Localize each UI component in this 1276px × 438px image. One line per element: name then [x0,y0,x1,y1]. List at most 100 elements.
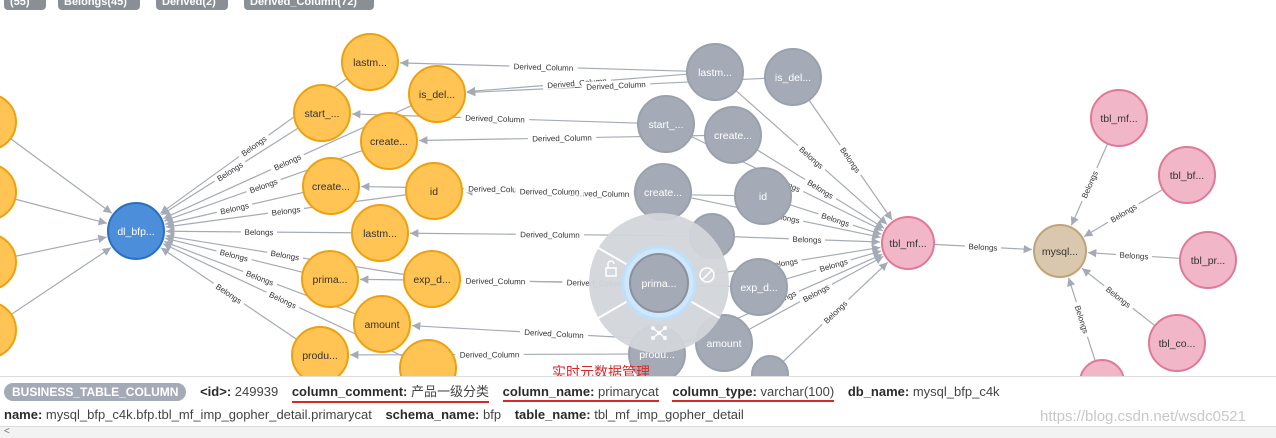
prop-column-comment: column_comment: 产品一级分类 [291,381,490,403]
chip-derived[interactable]: Derived(2) [156,0,228,10]
node-circle[interactable] [1033,224,1087,278]
graph-node-g_create2[interactable]: create... [634,163,692,221]
graph-node-y_prima[interactable]: prima... [301,250,359,308]
hide-node-icon[interactable] [699,267,715,283]
node-circle[interactable] [686,43,744,101]
edge-belongs[interactable] [10,247,112,315]
graph-node-y_lastm2[interactable]: lastm... [351,204,409,262]
graph-node-g_id[interactable]: id [734,167,792,225]
node-circle[interactable] [341,33,399,91]
graph-node-g_expd[interactable]: exp_d... [730,258,788,316]
graph-node-y_create2[interactable]: create... [302,157,360,215]
graph-node-dlbfp[interactable]: dl_bfp... [107,202,165,260]
node-circle[interactable] [291,326,349,378]
node-circle[interactable] [351,204,409,262]
graph-node-y_amount[interactable]: amount [353,295,411,353]
edge-label-background [461,275,530,286]
node-circle[interactable] [730,258,788,316]
graph-node-g_start[interactable]: start_... [637,95,695,153]
horizontal-scrollbar[interactable]: < [0,426,1276,438]
edge-label: Belongs [215,160,244,183]
prop-value: 产品一级分类 [411,384,490,399]
graph-node-g_create1[interactable]: create... [704,106,762,164]
node-circle[interactable] [0,164,17,220]
graph-node-p_bottom[interactable] [1079,359,1125,378]
node-circle[interactable] [0,94,17,150]
node-circle[interactable] [1179,231,1237,289]
unlock-icon-shackle [607,260,615,268]
graph-node-y_create1[interactable]: create... [360,112,418,170]
graph-node-g_lastm[interactable]: lastm... [686,43,744,101]
graph-node-mysql[interactable]: mysql... [1033,224,1087,278]
node-circle[interactable] [1148,314,1206,372]
node-circle[interactable] [107,202,165,260]
graph-node-g_bottom[interactable] [751,355,789,378]
unlock-icon[interactable] [605,260,617,277]
node-circle[interactable] [1090,89,1148,147]
edge-belongs[interactable] [15,234,107,257]
graph-node-y_start[interactable]: start_... [293,84,351,142]
graph-node-yl1[interactable] [0,94,17,150]
node-circle[interactable] [1158,146,1216,204]
prop-key: column_name: [502,384,595,399]
node-circle[interactable] [764,48,822,106]
graph-node-y_expd[interactable]: exp_d... [403,250,461,308]
node-circle[interactable] [0,234,17,290]
node-circle[interactable] [360,112,418,170]
graph-node-yl3[interactable] [0,234,17,290]
expand-relationships-icon[interactable] [651,326,667,340]
node-circle[interactable] [353,295,411,353]
node-circle[interactable] [301,250,359,308]
node-label-pill[interactable]: BUSINESS_TABLE_COLUMN [4,383,187,401]
node-label: tbl_mf... [1100,113,1137,125]
node-context-ring-menu[interactable]: prima... [589,213,729,353]
node-circle[interactable] [751,355,789,378]
graph-node-y_id[interactable]: id [405,162,463,220]
node-circle[interactable] [637,95,695,153]
edge-label-background [266,247,304,263]
edge-label-background [581,78,651,92]
graph-node-p_tblpr[interactable]: tbl_pr... [1179,231,1237,289]
chip-belongs[interactable]: Belongs(45) [58,0,140,10]
selected-node-circle[interactable] [629,253,689,313]
prop-key: schema_name: [385,407,480,422]
graph-node-yl2[interactable] [0,164,17,220]
node-circle[interactable] [0,302,17,358]
node-circle[interactable] [408,65,466,123]
graph-node-tblmf[interactable]: tbl_mf... [881,216,935,270]
node-circle[interactable] [403,250,461,308]
node-circle[interactable] [704,106,762,164]
node-circle[interactable] [1079,359,1125,378]
node-circle[interactable] [293,84,351,142]
edge-belongs[interactable] [14,198,108,226]
chip-nodes-count[interactable]: (55) [4,0,46,10]
scroll-left-arrow-icon[interactable]: < [4,426,10,437]
graph-node-p_tblco[interactable]: tbl_co... [1148,314,1206,372]
node-circle[interactable] [405,162,463,220]
chip-derived-column[interactable]: Derived_Column(72) [244,0,374,10]
graph-node-y_produ[interactable]: produ... [291,326,349,378]
edge-belongs[interactable] [10,138,113,214]
node-circle[interactable] [399,339,457,378]
node-label: create... [644,187,682,199]
node-label: mysql... [1042,246,1078,258]
node-circle[interactable] [734,167,792,225]
node-circle[interactable] [302,157,360,215]
graph-node-yl4[interactable] [0,302,17,358]
edge-label: Belongs [822,299,849,325]
edge-label: Derived_Column [586,80,646,92]
graph-node-g_isdel[interactable]: is_del... [764,48,822,106]
prop-key: db_name: [847,384,910,399]
graph-node-p_tblmf[interactable]: tbl_mf... [1090,89,1148,147]
graph-node-p_tblbf[interactable]: tbl_bf... [1158,146,1216,204]
graph-node-y_lastm1[interactable]: lastm... [341,33,399,91]
edge-label: Belongs [268,290,298,310]
graph-node-y_bottom[interactable] [399,339,457,378]
graph-node-y_isdel[interactable]: is_del... [408,65,466,123]
node-circle[interactable] [881,216,935,270]
prop-key: name: [4,407,43,422]
relationship-type-chips: (55) Belongs(45) Derived(2) Derived_Colu… [0,0,1276,12]
edge-label-background [1105,199,1142,226]
